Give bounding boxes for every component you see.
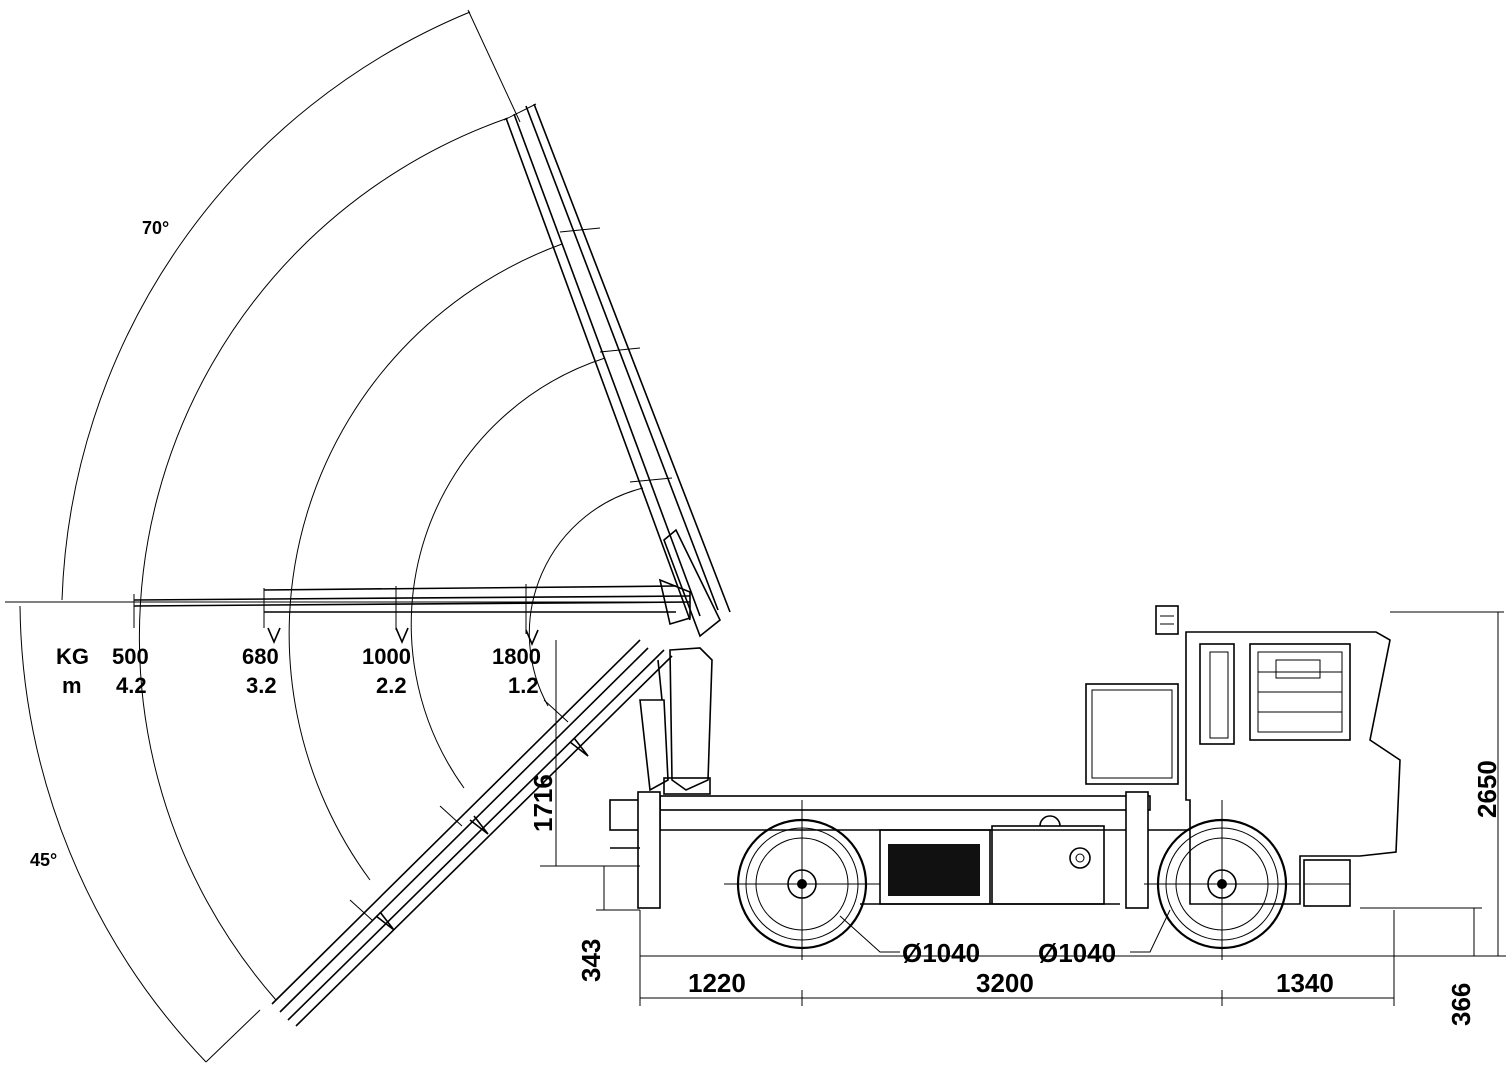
reach-arc-1-2m (528, 487, 644, 707)
boom-horizontal (133, 578, 691, 647)
load-value: 500 (112, 644, 149, 669)
dimension-lines (540, 611, 1506, 1006)
angle-label-45: 45° (30, 850, 57, 870)
angle-label-70: 70° (142, 218, 169, 238)
labels: 70° 45° KG m 500 4.2 680 3.2 1000 2.2 18… (30, 218, 1502, 1026)
crane-column (639, 647, 713, 795)
rear-wheel (1144, 800, 1300, 960)
battery-box (888, 844, 980, 896)
dim-rear-overhang: 1340 (1276, 968, 1334, 998)
dim-wheelbase: 3200 (976, 968, 1034, 998)
cargo-box (1085, 683, 1179, 785)
angle-arc-45 (19, 605, 207, 1063)
cab-door-window (1199, 643, 1235, 745)
rear-outrigger (1125, 791, 1149, 909)
reach-row-label: m (62, 673, 82, 698)
angle-arc-70 (61, 11, 471, 601)
angle-indicators (5, 9, 680, 1063)
dim-front-overhang: 1220 (688, 968, 746, 998)
reach-value: 4.2 (116, 673, 147, 698)
front-wheel (724, 800, 880, 960)
reach-arcs (138, 117, 644, 1001)
roof-beacon (1155, 605, 1179, 635)
dim-front-wheel-diameter: Ø1040 (902, 938, 980, 968)
dim-overall-height: 2650 (1472, 760, 1502, 818)
reach-value: 2.2 (376, 673, 407, 698)
reach-value: 3.2 (246, 673, 277, 698)
front-outrigger (637, 791, 661, 909)
load-value: 1800 (492, 644, 541, 669)
dim-rear-wheel-diameter: Ø1040 (1038, 938, 1116, 968)
load-value: 680 (242, 644, 279, 669)
reach-arc-3-2m (288, 243, 563, 881)
dim-boom-pivot-height: 1716 (528, 774, 558, 832)
boom-lowered (271, 639, 673, 1027)
dim-ground-clearance: 343 (576, 939, 606, 982)
dim-rear-clearance: 366 (1446, 983, 1476, 1026)
reach-value: 1.2 (508, 673, 539, 698)
truck-body (609, 605, 1401, 909)
reach-arc-2-2m (410, 357, 606, 789)
load-value: 1000 (362, 644, 411, 669)
reach-arc-4-2m (138, 117, 509, 1001)
boom-raised (503, 103, 731, 638)
load-row-label: KG (56, 644, 89, 669)
